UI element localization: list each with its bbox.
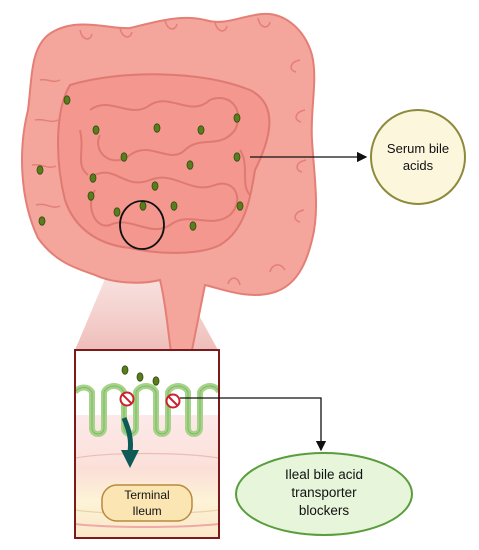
green-oval-icon [113, 207, 121, 217]
terminal-ileum-highlight [119, 200, 165, 250]
terminal-label-line1: Terminal [124, 488, 169, 502]
green-oval-icon [121, 365, 129, 375]
uptake-arrow [121, 417, 139, 468]
blockers-label-line1: Ileal bile acid [285, 467, 363, 482]
blockers-label-line3: blockers [299, 503, 350, 518]
green-oval-icon [233, 152, 241, 162]
green-oval-icon [189, 221, 197, 231]
green-oval-icon [186, 160, 194, 170]
prohibition-icon [119, 391, 135, 407]
green-oval-icon [197, 125, 205, 135]
green-oval-icon [236, 201, 244, 211]
green-oval-icon [139, 201, 147, 211]
green-oval-icon [92, 125, 100, 135]
serum-label-line2: acids [403, 158, 434, 173]
green-oval-icon [170, 201, 178, 211]
green-oval-icon [89, 173, 97, 183]
terminal-ileum-label: Terminal Ileum [101, 484, 193, 522]
green-oval-icon [63, 95, 71, 105]
ileum-inset: Terminal Ileum [74, 349, 220, 539]
green-oval-icon [38, 216, 46, 226]
green-oval-icon [153, 123, 161, 133]
green-oval-icon [87, 191, 95, 201]
blockers-connector [180, 397, 327, 452]
green-oval-icon [233, 113, 241, 123]
green-oval-icon [151, 181, 159, 191]
prohibition-icon [165, 393, 181, 409]
serum-bile-acids-node: Serum bile acids [370, 109, 466, 205]
bile-acid-dots [36, 95, 244, 231]
serum-label-line1: Serum bile [387, 141, 449, 156]
green-oval-icon [136, 372, 144, 382]
blockers-label-line2: transporter [291, 485, 357, 500]
blockers-node: Ileal bile acid transporter blockers [235, 452, 413, 536]
green-oval-icon [152, 376, 160, 386]
green-oval-icon [36, 165, 44, 175]
terminal-label-line2: Ileum [132, 504, 161, 518]
green-oval-icon [120, 152, 128, 162]
small-intestine [57, 73, 271, 254]
